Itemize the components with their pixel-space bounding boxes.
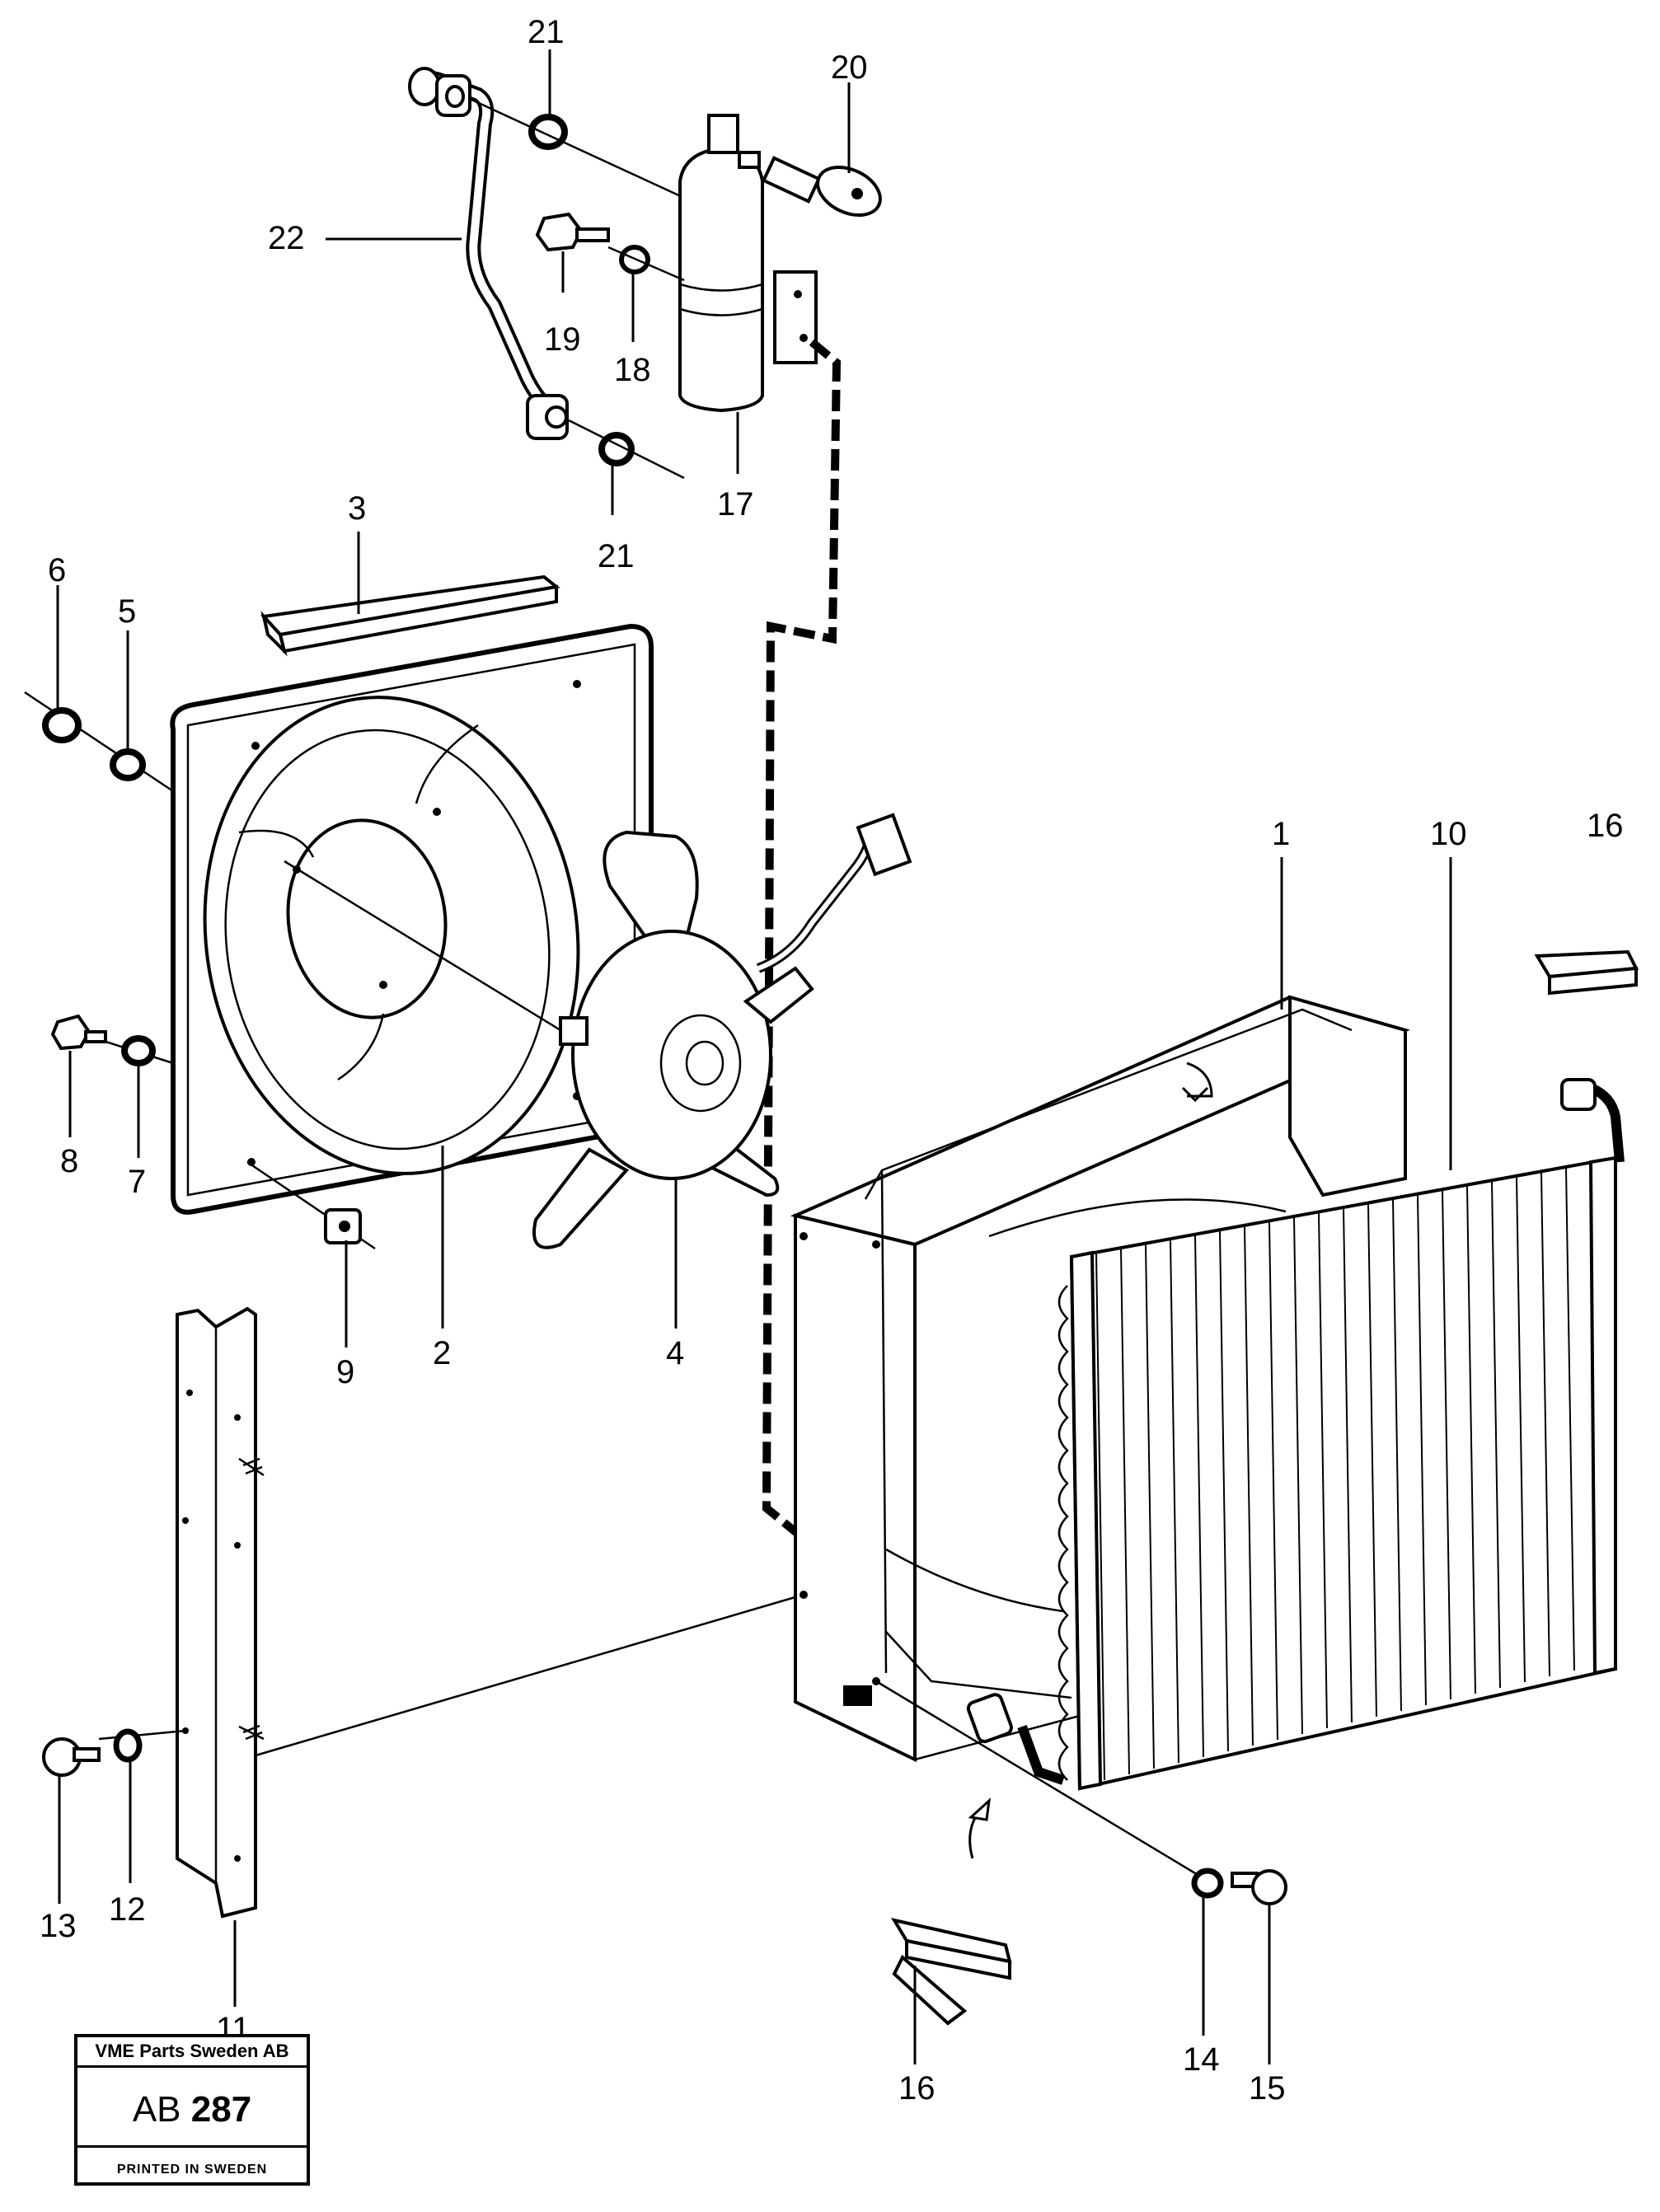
label-18: 18 <box>614 352 651 388</box>
label-6: 6 <box>48 552 66 588</box>
label-14: 14 <box>1183 2041 1220 2078</box>
condenser-core-10 <box>966 1061 1625 1859</box>
clip-9 <box>324 1208 362 1244</box>
bracket-11 <box>176 1306 804 1919</box>
bolt-13 <box>42 1737 101 1777</box>
washer-5 <box>110 748 146 781</box>
stamp-code-prefix: AB <box>132 2089 181 2130</box>
seal-strip-3 <box>260 574 560 657</box>
condenser-tube-bends <box>1057 1285 1069 1781</box>
label-21-top: 21 <box>528 14 565 50</box>
fan-shroud-2 <box>170 623 654 1215</box>
label-16-top: 16 <box>1587 808 1624 844</box>
pipe-22 <box>408 67 569 440</box>
publication-stamp: VME Parts Sweden AB AB 287 PRINTED IN SW… <box>74 2034 310 2186</box>
label-7: 7 <box>128 1164 146 1200</box>
fan-motor-4 <box>284 813 912 1249</box>
receiver-drier-17 <box>678 114 818 413</box>
cable-run-dashed <box>762 339 842 1549</box>
label-19: 19 <box>544 321 581 358</box>
stamp-printed: PRINTED IN SWEDEN <box>116 2163 268 2177</box>
label-2: 2 <box>433 1335 451 1371</box>
label-12: 12 <box>109 1891 146 1928</box>
label-17: 17 <box>717 486 754 523</box>
label-16-bottom: 16 <box>898 2070 936 2107</box>
washer-7 <box>121 1035 156 1066</box>
label-4: 4 <box>666 1335 684 1371</box>
label-22: 22 <box>268 220 305 256</box>
o-ring-21-top <box>528 114 568 150</box>
label-15: 15 <box>1249 2070 1286 2107</box>
stamp-code-number: 287 <box>190 2089 252 2130</box>
label-3: 3 <box>348 490 366 527</box>
bolt-15 <box>1231 1869 1287 1905</box>
washer-12 <box>113 1728 143 1763</box>
label-20: 20 <box>831 49 868 86</box>
nut-6 <box>42 707 82 743</box>
stamp-company: VME Parts Sweden AB <box>77 2037 307 2068</box>
label-1: 1 <box>1272 816 1290 852</box>
bolt-8 <box>50 1014 107 1051</box>
stamp-code: AB 287 <box>77 2072 307 2148</box>
foam-pad-16-top <box>1534 949 1639 996</box>
foam-pad-16-bottom <box>890 1918 1012 2026</box>
label-8: 8 <box>60 1143 78 1179</box>
label-13: 13 <box>40 1908 77 1944</box>
leader-lines <box>56 49 1452 2064</box>
label-21-bottom: 21 <box>598 538 635 574</box>
label-10: 10 <box>1430 816 1467 852</box>
condenser-housing-1 <box>790 995 1410 1885</box>
pressure-switch-20 <box>761 156 882 218</box>
label-9: 9 <box>336 1354 354 1390</box>
label-5: 5 <box>118 593 136 630</box>
washer-14 <box>1191 1868 1224 1899</box>
o-ring-21-bottom <box>598 432 635 466</box>
bolt-19 <box>535 212 610 252</box>
